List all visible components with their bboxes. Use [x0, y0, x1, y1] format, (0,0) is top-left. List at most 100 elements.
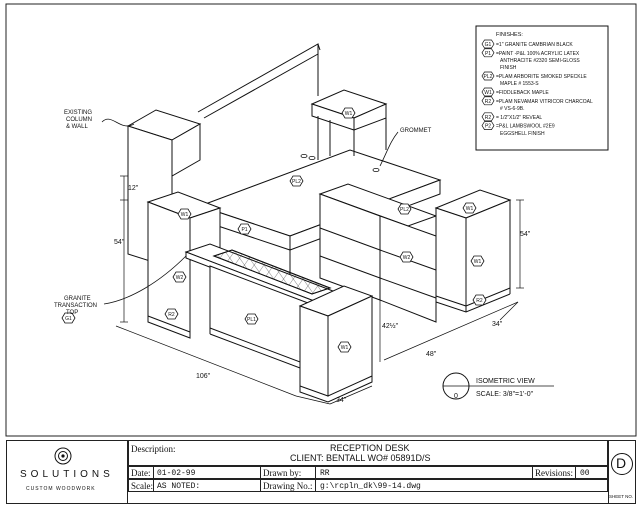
dimension-lines — [115, 175, 524, 405]
dim-34-front: 34" — [336, 397, 347, 404]
drawn-by-value: RR — [320, 469, 330, 478]
tag-text: W2 — [176, 275, 184, 281]
logo-cell — [6, 440, 128, 504]
finish-tag-pl2-surface: PL2 — [289, 175, 304, 187]
tag-text: W1 — [341, 345, 349, 351]
finish-line: =PAINT -P&L 100% ACRYLIC LATEX — [496, 51, 580, 57]
finish-line: =PLAM NEVAMAR VITRICOR CHARCOAL — [496, 99, 593, 105]
title-block: SOLUTIONS CUSTOM WOODWORK Description: R… — [0, 438, 642, 506]
sheet-circle-icon — [611, 453, 633, 475]
dim-48: 48" — [426, 351, 437, 358]
revisions-label: Revisions: — [535, 468, 574, 478]
legend-tag-text: W1 — [484, 90, 492, 96]
legend-tag-text: R2 — [485, 115, 492, 121]
view-title: ISOMETRIC VIEW — [476, 378, 535, 385]
label-line: EXISTING — [64, 110, 92, 116]
finish-line: =PLAM ARBORITE SMOKED SPECKLE — [496, 74, 587, 80]
company-name: SOLUTIONS — [20, 469, 114, 480]
drawing-border — [5, 3, 637, 437]
finishes-list: G1=1" GRANITE CAMBRIAN BLACK P1 =PAINT -P&… — [481, 39, 593, 137]
desk-front-end-panel — [298, 285, 374, 403]
sheet-letter: D — [616, 455, 627, 471]
label-line: TOP — [66, 310, 78, 316]
drawer-line-2 — [319, 255, 381, 279]
revisions-col — [532, 466, 576, 479]
date-label: Date: — [131, 468, 151, 478]
finish-line: =P&L LAMBSWOOL #2E9 — [496, 124, 555, 130]
finish-tag-p1-surface: P1 — [237, 223, 252, 235]
finish-line: =FIDDLEBACK MAPLE — [496, 90, 549, 96]
finish-legend-tag: R2 — [481, 112, 495, 122]
desk-right-return — [318, 183, 438, 323]
view-label: 0 ISOMETRIC VIEW SCALE: 3/8"=1'-0" — [442, 372, 554, 400]
tag-text: PL1 — [247, 317, 256, 323]
revisions-value: 00 — [580, 469, 590, 478]
label-col — [128, 466, 154, 492]
date-value: 01-02-99 — [157, 469, 196, 478]
finish-line: MAPLE # 1553-S — [500, 81, 539, 87]
drawn-by-label: Drawn by: — [263, 468, 302, 478]
finish-tag-w2-drawers: W2 — [399, 251, 414, 263]
label-line: COLUMN — [66, 117, 92, 123]
dim-106: 106" — [196, 373, 211, 380]
tag-text: W1 — [345, 111, 353, 117]
label-line: GRANITE — [64, 296, 91, 302]
finish-tag-pl1-front: PL1 — [244, 313, 259, 325]
label-line: & WALL — [66, 124, 88, 130]
finish-tag-w1-tower-top: W1 — [462, 202, 477, 214]
drawn-col — [260, 466, 316, 492]
finish-tag-r2-tower: R2 — [472, 294, 487, 306]
dim-54-left: 54" — [114, 239, 125, 246]
legend-tag-text: R2 — [485, 99, 492, 105]
finish-line: FINISH — [500, 65, 517, 71]
client-line: CLIENT: BENTALL WO# 05891D/S — [290, 453, 431, 463]
callout-existing-column: EXISTING COLUMN & WALL — [64, 110, 135, 130]
monitor-riser — [310, 89, 388, 160]
dim-12: 12" — [128, 185, 139, 192]
scale-label: Scale: — [131, 481, 153, 491]
finish-tag-w1-left-tower: W1 — [177, 208, 192, 220]
tag-text: W1 — [181, 212, 189, 218]
finish-legend-tag: G1 — [481, 39, 495, 49]
finish-line: =1" GRANITE CAMBRIAN BLACK — [496, 42, 573, 48]
label-text: GROMMET — [400, 128, 432, 134]
finish-tag-pl2-right: PL2 — [397, 203, 412, 215]
finishes-legend: FINISHES: G1=1" GRANITE CAMBRIAN BLACK P1… — [475, 25, 609, 151]
drawing-no-value: g:\rcpln_dk\99-14.dwg — [320, 482, 421, 491]
description-cell — [128, 440, 608, 466]
finish-legend-tag: R2 — [481, 96, 495, 106]
company-subtitle: CUSTOM WOODWORK — [26, 486, 96, 492]
finishes-title: FINISHES: — [496, 32, 523, 38]
finish-tag-w1-front-end: W1 — [337, 341, 352, 353]
description-label: Description: — [131, 444, 176, 454]
callout-grommet: GROMMET — [379, 128, 432, 167]
tag-text: PL2 — [292, 179, 301, 185]
finish-tag-w2-left: W2 — [172, 271, 187, 283]
callout-granite-top: GRANITE TRANSACTION TOP — [54, 255, 187, 316]
tag-text: W2 — [403, 255, 411, 261]
description-title: RECEPTION DESK — [330, 443, 410, 453]
finish-tag-w1-riser: W1 — [341, 107, 356, 119]
finish-line: EGGSHELL FINISH — [500, 131, 545, 137]
sheet-number-label: SHEET NO. — [609, 494, 634, 499]
drawing-no-label: Drawing No.: — [263, 481, 313, 491]
dim-42: 42½" — [382, 322, 399, 330]
tag-text: PL2 — [400, 207, 409, 213]
dim-54-right: 54" — [520, 231, 531, 238]
tag-text: P1 — [241, 227, 247, 233]
finish-line: = 1/2"X1/2" REVEAL — [496, 115, 542, 121]
existing-wall — [197, 43, 321, 119]
dim-34-right: 34" — [492, 321, 503, 328]
finish-legend-tag: W1 — [481, 87, 495, 97]
view-scale: SCALE: 3/8"=1'-0" — [476, 391, 534, 398]
tag-text: R2 — [476, 298, 483, 304]
sheet-cell — [608, 440, 636, 504]
finish-legend-tag: P1 — [481, 48, 495, 58]
grommet-holes — [300, 153, 380, 172]
legend-tag-text: P1 — [485, 51, 491, 57]
tag-text: G1 — [65, 316, 72, 322]
drawer-line-1 — [319, 227, 381, 251]
tag-text: W1 — [466, 206, 474, 212]
